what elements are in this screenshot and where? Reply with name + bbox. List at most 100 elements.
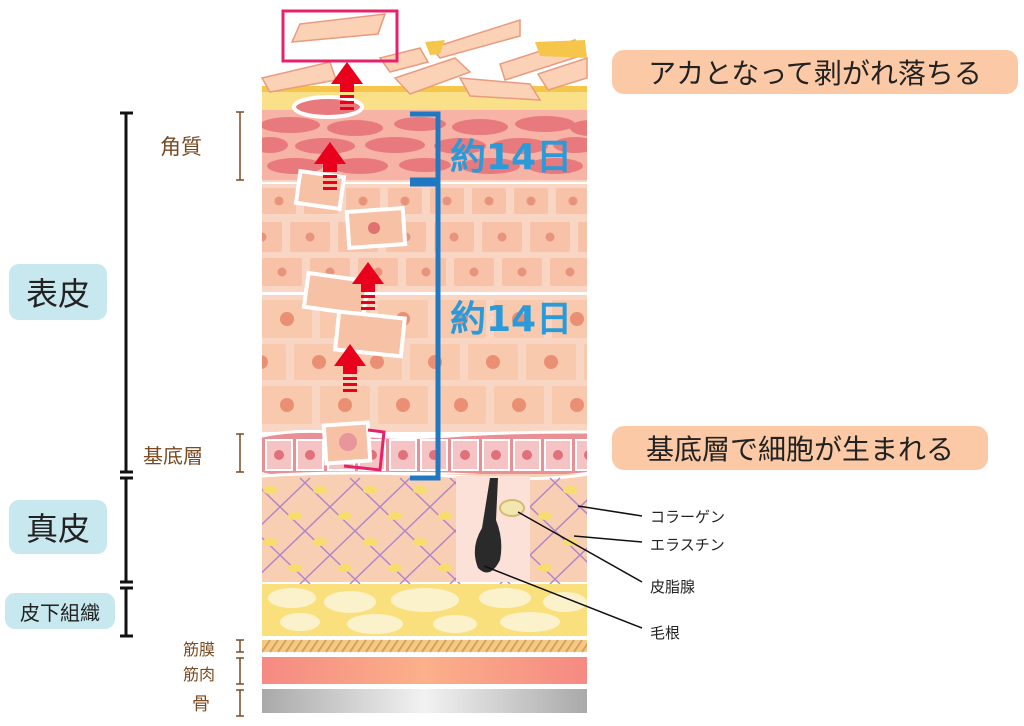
basal-nucleus xyxy=(274,450,284,460)
cell-nucleus xyxy=(454,398,468,412)
fascia-hatch-line xyxy=(397,639,407,653)
label-bone: 骨 xyxy=(192,694,210,715)
collagen-fiber xyxy=(338,564,352,572)
elastin-fiber xyxy=(349,477,461,585)
fascia-hatch-line xyxy=(429,639,439,653)
fascia-hatch-line xyxy=(477,639,487,653)
annotation-shedding: アカとなって剥がれ落ちる xyxy=(612,50,1018,94)
cell-nucleus xyxy=(262,232,267,242)
collagen-fiber xyxy=(363,538,377,546)
arrow-up-icon xyxy=(331,62,363,92)
small-brackets xyxy=(236,111,244,717)
cell-nucleus xyxy=(602,355,616,369)
fascia-hatch-line xyxy=(509,639,519,653)
cell-nucleus xyxy=(442,196,452,206)
arrow-dash xyxy=(340,101,354,104)
cell-nucleus xyxy=(370,355,384,369)
collagen-fiber xyxy=(438,564,452,572)
arrow-dash xyxy=(343,377,357,380)
label-epidermis: 表皮 xyxy=(9,264,107,320)
cell-nucleus xyxy=(526,196,536,206)
epidermis-cell xyxy=(552,386,587,424)
fascia-hatch-line xyxy=(533,639,543,653)
fascia-hatch-line xyxy=(365,639,375,653)
fascia-hatch-line xyxy=(485,639,495,653)
fascia-hatch-line xyxy=(517,639,527,653)
collagen-fiber xyxy=(338,512,352,520)
arrow-dash xyxy=(343,383,357,386)
arrow-dash xyxy=(340,107,354,110)
arrow-dash xyxy=(340,95,354,98)
collagen-fiber xyxy=(288,564,302,572)
basal-cell xyxy=(513,439,541,471)
fascia-hatch-line xyxy=(405,639,415,653)
cell-nucleus xyxy=(565,267,575,277)
cell-nucleus xyxy=(594,233,603,242)
cell-nucleus xyxy=(449,232,459,242)
cell-nucleus xyxy=(396,398,410,412)
fascia-hatch-line xyxy=(469,639,479,653)
collagen-fiber xyxy=(538,512,552,520)
fascia-hatch-line xyxy=(461,639,471,653)
fascia-hatch-line xyxy=(325,639,335,653)
label-dermis: 真皮 xyxy=(9,500,107,554)
fascia-hatch-line xyxy=(389,639,399,653)
arrow-up-icon xyxy=(314,142,346,172)
basal-nucleus xyxy=(584,450,587,460)
basal-cell xyxy=(575,439,587,471)
arrow-dash xyxy=(361,307,375,310)
epidermis-cell xyxy=(584,344,587,380)
layer-brackets xyxy=(120,111,133,638)
epidermis-cell xyxy=(262,222,282,252)
collagen-fiber xyxy=(413,486,427,494)
collagen-fiber xyxy=(563,486,577,494)
shedding-flakes xyxy=(260,13,588,101)
fascia-hatch-line xyxy=(349,639,359,653)
cell-nucleus xyxy=(274,196,284,206)
collagen-fiber xyxy=(313,486,327,494)
collagen-fiber xyxy=(388,512,402,520)
fascia-hatch-line xyxy=(293,639,303,653)
label-elastin: エラスチン xyxy=(650,536,725,554)
basal-nucleus xyxy=(398,450,408,460)
fascia-hatch-line xyxy=(421,639,431,653)
fascia-hatch-line xyxy=(333,639,343,653)
elastin-fiber xyxy=(549,547,587,585)
annotation-cell-birth: 基底層で細胞が生まれる xyxy=(612,426,988,470)
cell-nucleus xyxy=(421,267,431,277)
fascia-hatch-line xyxy=(269,639,279,653)
cell-nucleus xyxy=(312,355,326,369)
label-stratum-corneum: 角質 xyxy=(160,135,202,159)
fascia-hatch-line xyxy=(573,639,583,653)
fat-cells xyxy=(268,588,587,634)
fascia-hatch-line xyxy=(557,639,567,653)
fascia-hatch xyxy=(262,639,587,653)
fascia-hatch-line xyxy=(581,642,587,653)
fascia-hatch-line xyxy=(525,639,535,653)
fascia-hatch-line xyxy=(445,639,455,653)
skin-column xyxy=(262,86,616,713)
cell-nucleus xyxy=(305,232,315,242)
fascia-hatch-line xyxy=(437,639,447,653)
label-basal-layer: 基底層 xyxy=(143,444,203,468)
basal-cell xyxy=(265,439,293,471)
arrow-dash xyxy=(323,187,337,190)
epidermis-cell xyxy=(578,222,587,252)
label-collagen: コラーゲン xyxy=(650,508,726,526)
corneum-cells xyxy=(262,116,587,174)
cell-nucleus xyxy=(486,355,500,369)
fascia-hatch-line xyxy=(309,639,319,653)
fascia-hatch-line xyxy=(285,639,295,653)
label-subcutaneous: 皮下組織 xyxy=(5,593,115,629)
cell-nucleus xyxy=(512,398,526,412)
cell-nucleus xyxy=(280,398,294,412)
cell-nucleus xyxy=(469,267,479,277)
basal-nucleus xyxy=(305,450,315,460)
elastin-fiber xyxy=(262,477,311,526)
cell-nucleus xyxy=(568,196,578,206)
label-sebaceous-gland: 皮脂腺 xyxy=(650,578,696,596)
upward-arrows xyxy=(314,62,384,392)
collagen-fiber xyxy=(288,512,302,520)
basal-nucleus xyxy=(522,450,532,460)
fascia-hatch-line xyxy=(277,639,287,653)
